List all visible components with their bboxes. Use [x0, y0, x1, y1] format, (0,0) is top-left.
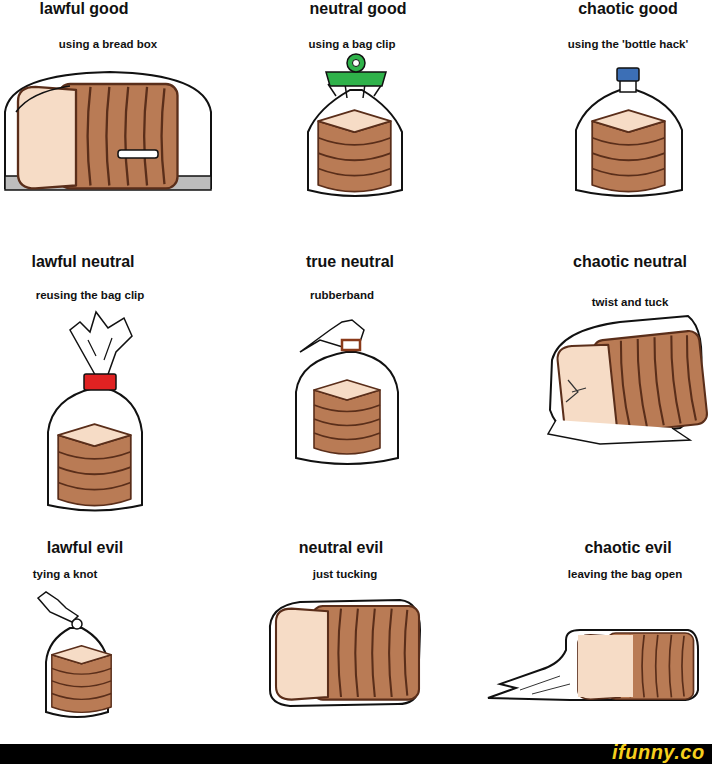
rubberband-bread: [296, 352, 398, 464]
bottle-hack-bread: [576, 90, 682, 196]
method-caption: tying a knot: [33, 568, 98, 580]
alignment-heading: lawful evil: [47, 539, 123, 557]
rubberband-bread: [300, 320, 364, 352]
open-bag-bread: [488, 630, 698, 700]
bag-clip-bread: [347, 54, 365, 72]
open-bag-bread: [578, 633, 694, 699]
bread-box: [5, 72, 211, 188]
bag-clip-bread: [326, 72, 386, 86]
bag-clip-bread: [318, 110, 391, 191]
rubberband-bread: [296, 320, 398, 464]
rubberband-bread: [342, 340, 360, 350]
twist-tuck-bread: [548, 316, 708, 444]
alignment-heading: neutral evil: [299, 539, 383, 557]
reused-clip-bread: [48, 388, 142, 511]
method-caption: using a bag clip: [309, 38, 396, 50]
knot-bread: [72, 619, 82, 629]
method-caption: reusing the bag clip: [36, 289, 145, 301]
watermark-bar: [0, 744, 712, 764]
bottle-hack-bread: [576, 68, 682, 196]
knot-bread: [38, 592, 111, 717]
method-caption: leaving the bag open: [568, 568, 682, 580]
bag-clip-bread: [353, 60, 360, 67]
rubberband-bread: [314, 380, 380, 454]
reused-clip-bread: [58, 424, 131, 505]
reused-clip-bread: [84, 374, 116, 390]
tucked-bread: [270, 600, 420, 706]
bottle-hack-bread: [592, 110, 665, 191]
method-caption: twist and tuck: [592, 296, 669, 308]
open-bag-bread: [578, 635, 633, 697]
bottle-hack-bread: [620, 80, 636, 92]
alignment-heading: true neutral: [306, 253, 394, 271]
alignment-heading: chaotic neutral: [573, 253, 687, 271]
method-caption: just tucking: [313, 568, 378, 580]
tucked-bread: [270, 600, 420, 706]
watermark: ifunny.co: [612, 741, 705, 764]
alignment-heading: lawful neutral: [31, 253, 134, 271]
method-caption: rubberband: [310, 289, 374, 301]
alignment-heading: neutral good: [310, 0, 407, 18]
reused-clip-bread: [88, 338, 112, 360]
tucked-bread: [276, 606, 419, 700]
alignment-heading: lawful good: [40, 0, 129, 18]
bottle-hack-bread: [617, 68, 639, 81]
open-bag-bread: [488, 630, 698, 700]
bag-clip-bread: [308, 90, 402, 196]
bread-box: [5, 72, 211, 190]
twist-tuck-bread: [548, 420, 690, 444]
twist-tuck-bread: [566, 380, 586, 402]
reused-clip-bread: [70, 312, 132, 380]
method-caption: using a bread box: [59, 38, 157, 50]
bag-clip-bread: [308, 54, 402, 196]
bread-box: [118, 150, 158, 158]
bread-box: [18, 84, 178, 188]
knot-bread: [38, 592, 78, 622]
method-caption: using the 'bottle hack': [568, 38, 688, 50]
alignment-heading: chaotic evil: [584, 539, 671, 557]
knot-bread: [52, 646, 111, 713]
alignment-heading: chaotic good: [578, 0, 678, 18]
open-bag-bread: [520, 676, 570, 694]
reused-clip-bread: [48, 312, 142, 511]
bread-box: [16, 86, 70, 112]
